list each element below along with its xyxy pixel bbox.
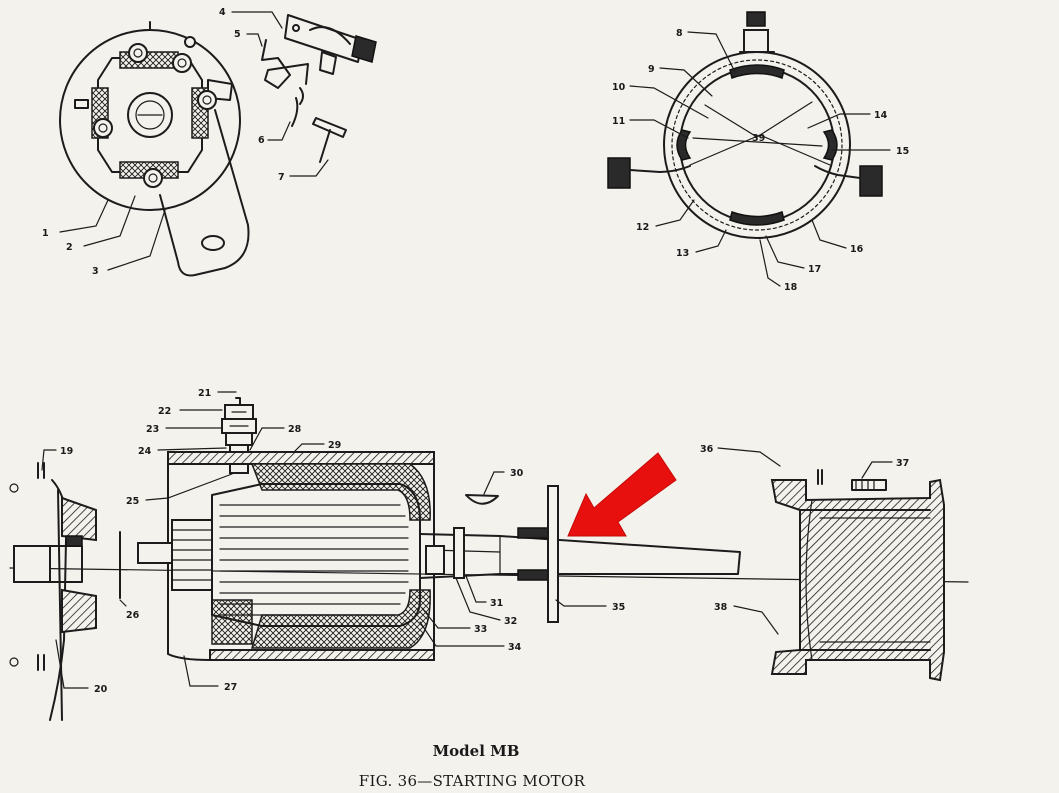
callout-14: 14 (874, 110, 888, 121)
callout-33: 33 (474, 624, 487, 635)
figure-title-caption: FIG. 36—STARTING MOTOR (359, 772, 586, 790)
callout-15: 15 (896, 146, 909, 157)
callout-3: 3 (92, 266, 99, 277)
red-pointer-arrow (567, 452, 677, 537)
callout-35: 35 (612, 602, 625, 613)
brush-end-plate-view (59, 21, 250, 277)
callout-27: 27 (224, 682, 237, 693)
callout-20: 20 (94, 684, 108, 695)
callout-1: 1 (42, 228, 49, 239)
field-frame-view: 39 (607, 11, 883, 239)
leader-lines (41, 11, 893, 689)
drive-plate (547, 485, 559, 623)
callout-25: 25 (126, 496, 139, 507)
svg-text:39: 39 (752, 133, 765, 144)
callout-10: 10 (612, 82, 626, 93)
callout-16: 16 (850, 244, 864, 255)
callout-38: 38 (714, 602, 728, 613)
callout-2: 2 (66, 242, 73, 253)
brush-assembly (284, 14, 377, 75)
callout-17: 17 (808, 264, 821, 275)
callout-24: 24 (138, 446, 152, 457)
callout-37: 37 (896, 458, 909, 469)
callout-29: 29 (328, 440, 341, 451)
armature-shaft (419, 527, 741, 581)
woodruff-key (465, 494, 499, 505)
brush-lead (291, 97, 299, 127)
callout-13: 13 (676, 248, 689, 259)
callout-30: 30 (510, 468, 524, 479)
brush-pin (312, 117, 347, 163)
figure-model-caption: Model MB (433, 742, 520, 760)
callout-23: 23 (146, 424, 159, 435)
callout-19: 19 (60, 446, 73, 457)
field-coils (211, 463, 431, 649)
brush-spring (261, 39, 309, 105)
callout-18: 18 (784, 282, 798, 293)
callout-28: 28 (288, 424, 302, 435)
callout-4: 4 (219, 7, 226, 18)
callout-9: 9 (648, 64, 655, 75)
callout-5: 5 (234, 29, 241, 40)
callout-31: 31 (490, 598, 503, 609)
callout-8: 8 (676, 28, 683, 39)
callout-numbers: 1 2 3 4 5 6 7 8 9 10 11 12 13 14 15 16 1… (42, 7, 909, 695)
callout-11: 11 (612, 116, 625, 127)
callout-22: 22 (158, 406, 171, 417)
commutator-end-plate (9, 462, 97, 721)
callout-21: 21 (198, 388, 211, 399)
callout-32: 32 (504, 616, 517, 627)
field-frame-housing (167, 451, 435, 661)
callout-7: 7 (278, 172, 285, 183)
callout-12: 12 (636, 222, 649, 233)
callout-34: 34 (508, 642, 522, 653)
callout-6: 6 (258, 135, 265, 146)
drive-end-housing (770, 469, 945, 682)
callout-36: 36 (700, 444, 714, 455)
armature (137, 483, 421, 627)
callout-26: 26 (126, 610, 140, 621)
